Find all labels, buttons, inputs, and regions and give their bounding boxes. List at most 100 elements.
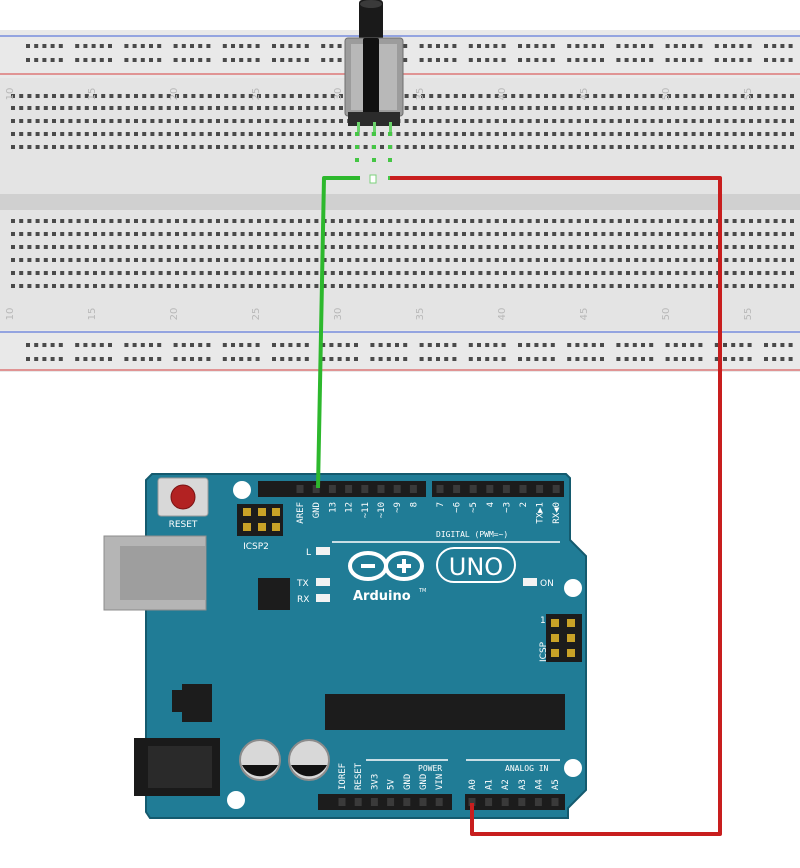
- breadboard-hole: [552, 284, 557, 288]
- breadboard-hole: [453, 94, 458, 98]
- rail-hole: [108, 58, 112, 62]
- header-pin[interactable]: [312, 485, 320, 493]
- breadboard-hole: [207, 94, 212, 98]
- header-pin[interactable]: [536, 485, 544, 493]
- breadboard-hole: [207, 145, 212, 149]
- header-pin[interactable]: [469, 485, 477, 493]
- breadboard-hole: [675, 284, 680, 288]
- rail-hole: [493, 357, 498, 361]
- rail-hole: [403, 44, 408, 48]
- breadboard-hole: [27, 258, 32, 262]
- header-pin[interactable]: [419, 798, 427, 806]
- breadboard-hole: [445, 106, 450, 110]
- breadboard-hole: [494, 232, 499, 236]
- header-pin[interactable]: [453, 485, 461, 493]
- header-pin[interactable]: [519, 485, 527, 493]
- header-pin[interactable]: [518, 798, 526, 806]
- breadboard-hole: [544, 258, 548, 262]
- header-pin[interactable]: [354, 798, 362, 806]
- breadboard-hole: [109, 245, 114, 249]
- header-pin[interactable]: [409, 485, 417, 493]
- breadboard-hole: [470, 232, 475, 236]
- header-pin[interactable]: [502, 485, 510, 493]
- rail-hole: [747, 357, 752, 361]
- breadboard-hole: [191, 119, 196, 123]
- breadboard-hole: [667, 94, 671, 98]
- breadboard-hole: [617, 132, 622, 136]
- header-pin[interactable]: [534, 798, 542, 806]
- reset-button[interactable]: [170, 484, 196, 510]
- breadboard-hole: [576, 232, 581, 236]
- header-pin[interactable]: [345, 485, 353, 493]
- breadboard-hole: [207, 271, 212, 275]
- breadboard-hole: [380, 132, 384, 136]
- header-pin[interactable]: [485, 798, 493, 806]
- header-pin[interactable]: [486, 485, 494, 493]
- rail-hole: [198, 58, 203, 62]
- breadboard-hole: [412, 258, 417, 262]
- header-pin[interactable]: [393, 485, 401, 493]
- header-pin[interactable]: [403, 798, 411, 806]
- breadboard-hole: [27, 106, 32, 110]
- rail-hole: [616, 44, 621, 48]
- header-pin[interactable]: [552, 485, 560, 493]
- breadboard-hole: [617, 106, 622, 110]
- breadboard-hole: [166, 245, 171, 249]
- breadboard-hole: [683, 94, 688, 98]
- breadboard-hole: [658, 119, 663, 123]
- header-pin[interactable]: [338, 798, 346, 806]
- breadboard-hole: [371, 219, 376, 223]
- breadboard-hole: [298, 284, 302, 288]
- potentiometer[interactable]: [344, 0, 404, 132]
- breadboard-hole: [421, 119, 425, 123]
- breadboard-hole: [732, 145, 737, 149]
- breadboard-hole: [453, 132, 458, 136]
- breadboard-hole: [790, 94, 794, 98]
- breadboard-hole: [626, 219, 630, 223]
- breadboard-hole: [330, 119, 335, 123]
- rail-hole: [83, 357, 88, 361]
- connected-hole: [355, 158, 359, 162]
- breadboard-hole: [60, 271, 65, 275]
- breadboard-hole: [76, 245, 81, 249]
- breadboard-hole: [330, 258, 335, 262]
- breadboard-hole: [486, 106, 491, 110]
- rail-hole: [452, 343, 457, 347]
- breadboard-hole: [68, 219, 73, 223]
- breadboard-hole: [552, 119, 557, 123]
- breadboard-hole: [724, 271, 729, 275]
- header-pin[interactable]: [468, 798, 476, 806]
- breadboard-hole: [101, 232, 106, 236]
- breadboard-hole: [125, 94, 130, 98]
- breadboard-hole: [216, 284, 220, 288]
- breadboard-hole: [519, 106, 524, 110]
- header-pin[interactable]: [501, 798, 509, 806]
- header-pin[interactable]: [435, 798, 443, 806]
- header-pin[interactable]: [377, 485, 385, 493]
- breadboard-hole: [150, 145, 155, 149]
- breadboard-hole: [183, 94, 188, 98]
- header-pin[interactable]: [436, 485, 444, 493]
- rail-hole: [288, 343, 293, 347]
- breadboard-hole: [68, 94, 73, 98]
- header-pin[interactable]: [370, 798, 378, 806]
- breadboard-hole: [322, 271, 327, 275]
- breadboard-hole: [503, 94, 507, 98]
- rail-hole: [583, 343, 588, 347]
- ground-wire[interactable]: [316, 176, 360, 489]
- header-pin[interactable]: [361, 485, 369, 493]
- header-pin[interactable]: [387, 798, 395, 806]
- breadboard-hole: [232, 245, 237, 249]
- rail-hole: [723, 357, 727, 361]
- breadboard-hole: [314, 271, 319, 275]
- breadboard-hole: [585, 106, 589, 110]
- breadboard-hole: [519, 284, 524, 288]
- signal-wire[interactable]: [390, 176, 722, 836]
- breadboard-hole: [84, 132, 89, 136]
- header-pin[interactable]: [296, 485, 304, 493]
- rail-hole: [567, 58, 572, 62]
- header-pin[interactable]: [328, 485, 336, 493]
- rail-hole: [673, 44, 678, 48]
- rail-hole: [247, 357, 252, 361]
- header-pin[interactable]: [551, 798, 559, 806]
